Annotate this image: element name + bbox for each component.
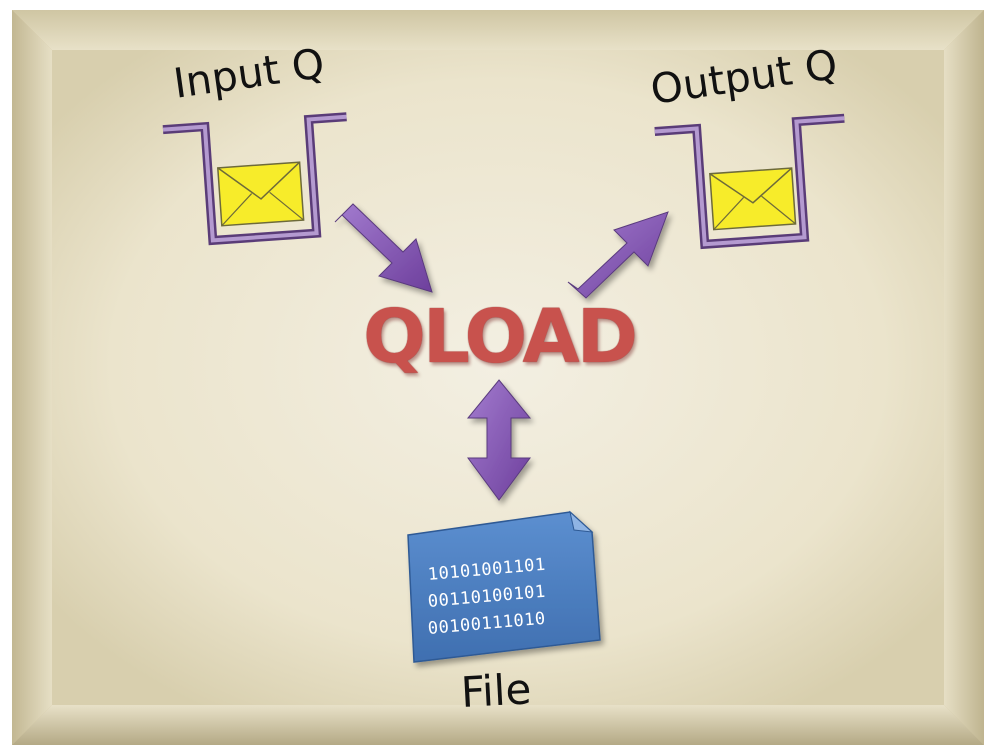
file-label: File bbox=[459, 664, 533, 717]
frame-bevel-bottom bbox=[12, 705, 984, 745]
arrow-icon bbox=[334, 203, 433, 293]
arrow-icon bbox=[466, 379, 532, 501]
qload-title: QLOAD bbox=[363, 294, 638, 380]
output-queue bbox=[654, 113, 845, 250]
frame-bevel-left bbox=[12, 10, 52, 745]
file-icon bbox=[407, 510, 601, 663]
envelope-icon bbox=[709, 167, 797, 231]
arrow-icon bbox=[567, 211, 669, 299]
frame-bevel-top bbox=[12, 10, 984, 50]
envelope-icon bbox=[216, 161, 305, 227]
frame-bevel-right bbox=[944, 10, 984, 745]
input-queue bbox=[162, 112, 347, 246]
